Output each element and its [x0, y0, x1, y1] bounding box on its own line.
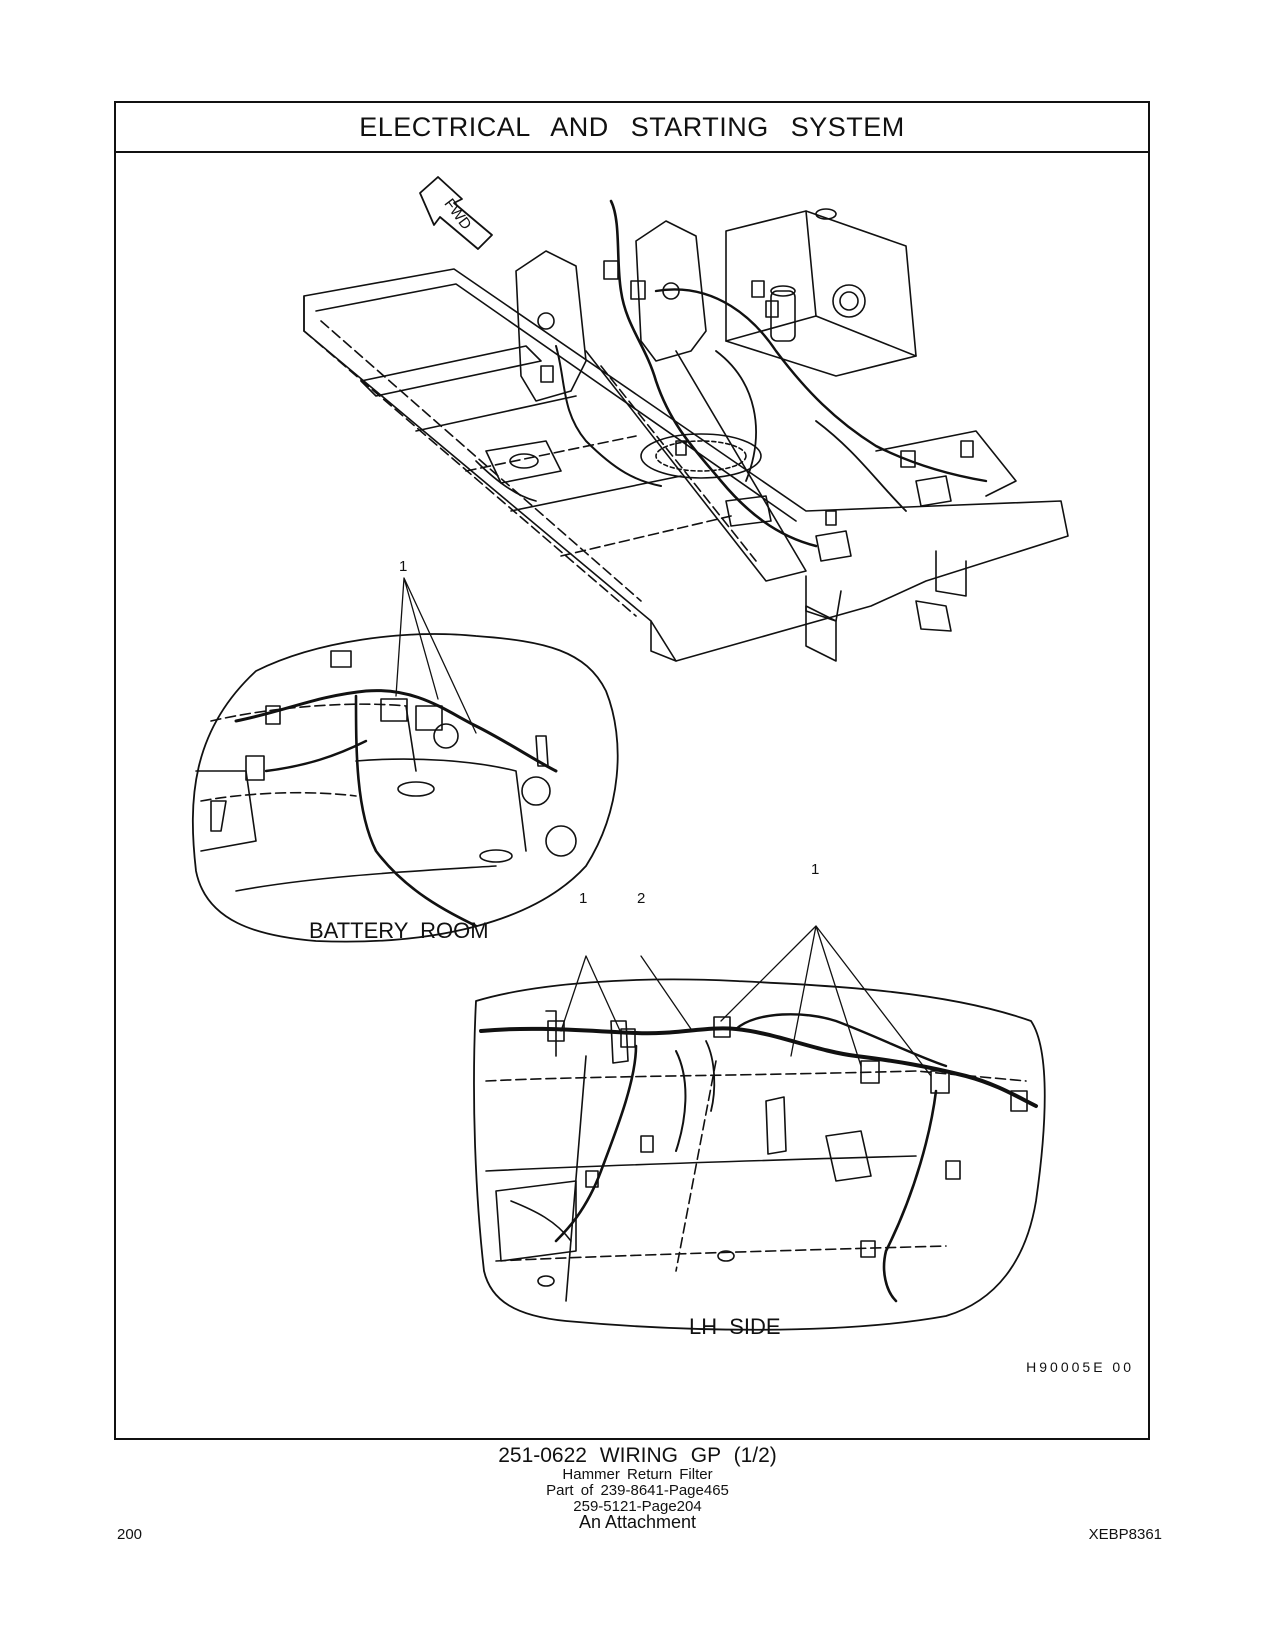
caption-line-1: Hammer Return Filter [562, 1466, 713, 1483]
document-code: XEBP8361 [1088, 1526, 1162, 1543]
callout-lh-side-2: 2 [637, 890, 646, 907]
forward-arrow-icon [419, 176, 493, 250]
diagram-frame: ELECTRICAL AND STARTING SYSTEM [114, 101, 1150, 1440]
wiring-illustration: FWD [191, 176, 1069, 1331]
forward-label: FWD [441, 196, 475, 234]
caption-line-2: Part of 239-8641-Page465 [546, 1482, 729, 1499]
machine-frame [303, 199, 1069, 662]
lh-side-view [473, 925, 1046, 1331]
title-bar: ELECTRICAL AND STARTING SYSTEM [116, 103, 1148, 153]
battery-room-view [191, 577, 619, 943]
callout-lh-side-1: 1 [579, 890, 588, 907]
callout-battery-room-1: 1 [399, 558, 408, 575]
caption-title: 251-0622 WIRING GP (1/2) [498, 1444, 777, 1467]
caption-line-3: 259-5121-Page204 [573, 1498, 702, 1515]
view-label-lh-side: LH SIDE [689, 1314, 781, 1339]
page-title: ELECTRICAL AND STARTING SYSTEM [359, 112, 905, 142]
drawing-id: H90005E 00 [1026, 1359, 1134, 1375]
caption-line-4: An Attachment [578, 1512, 697, 1532]
callout-lh-side-1b: 1 [811, 861, 820, 878]
view-label-battery-room: BATTERY ROOM [309, 918, 489, 943]
page-number: 200 [117, 1526, 143, 1543]
